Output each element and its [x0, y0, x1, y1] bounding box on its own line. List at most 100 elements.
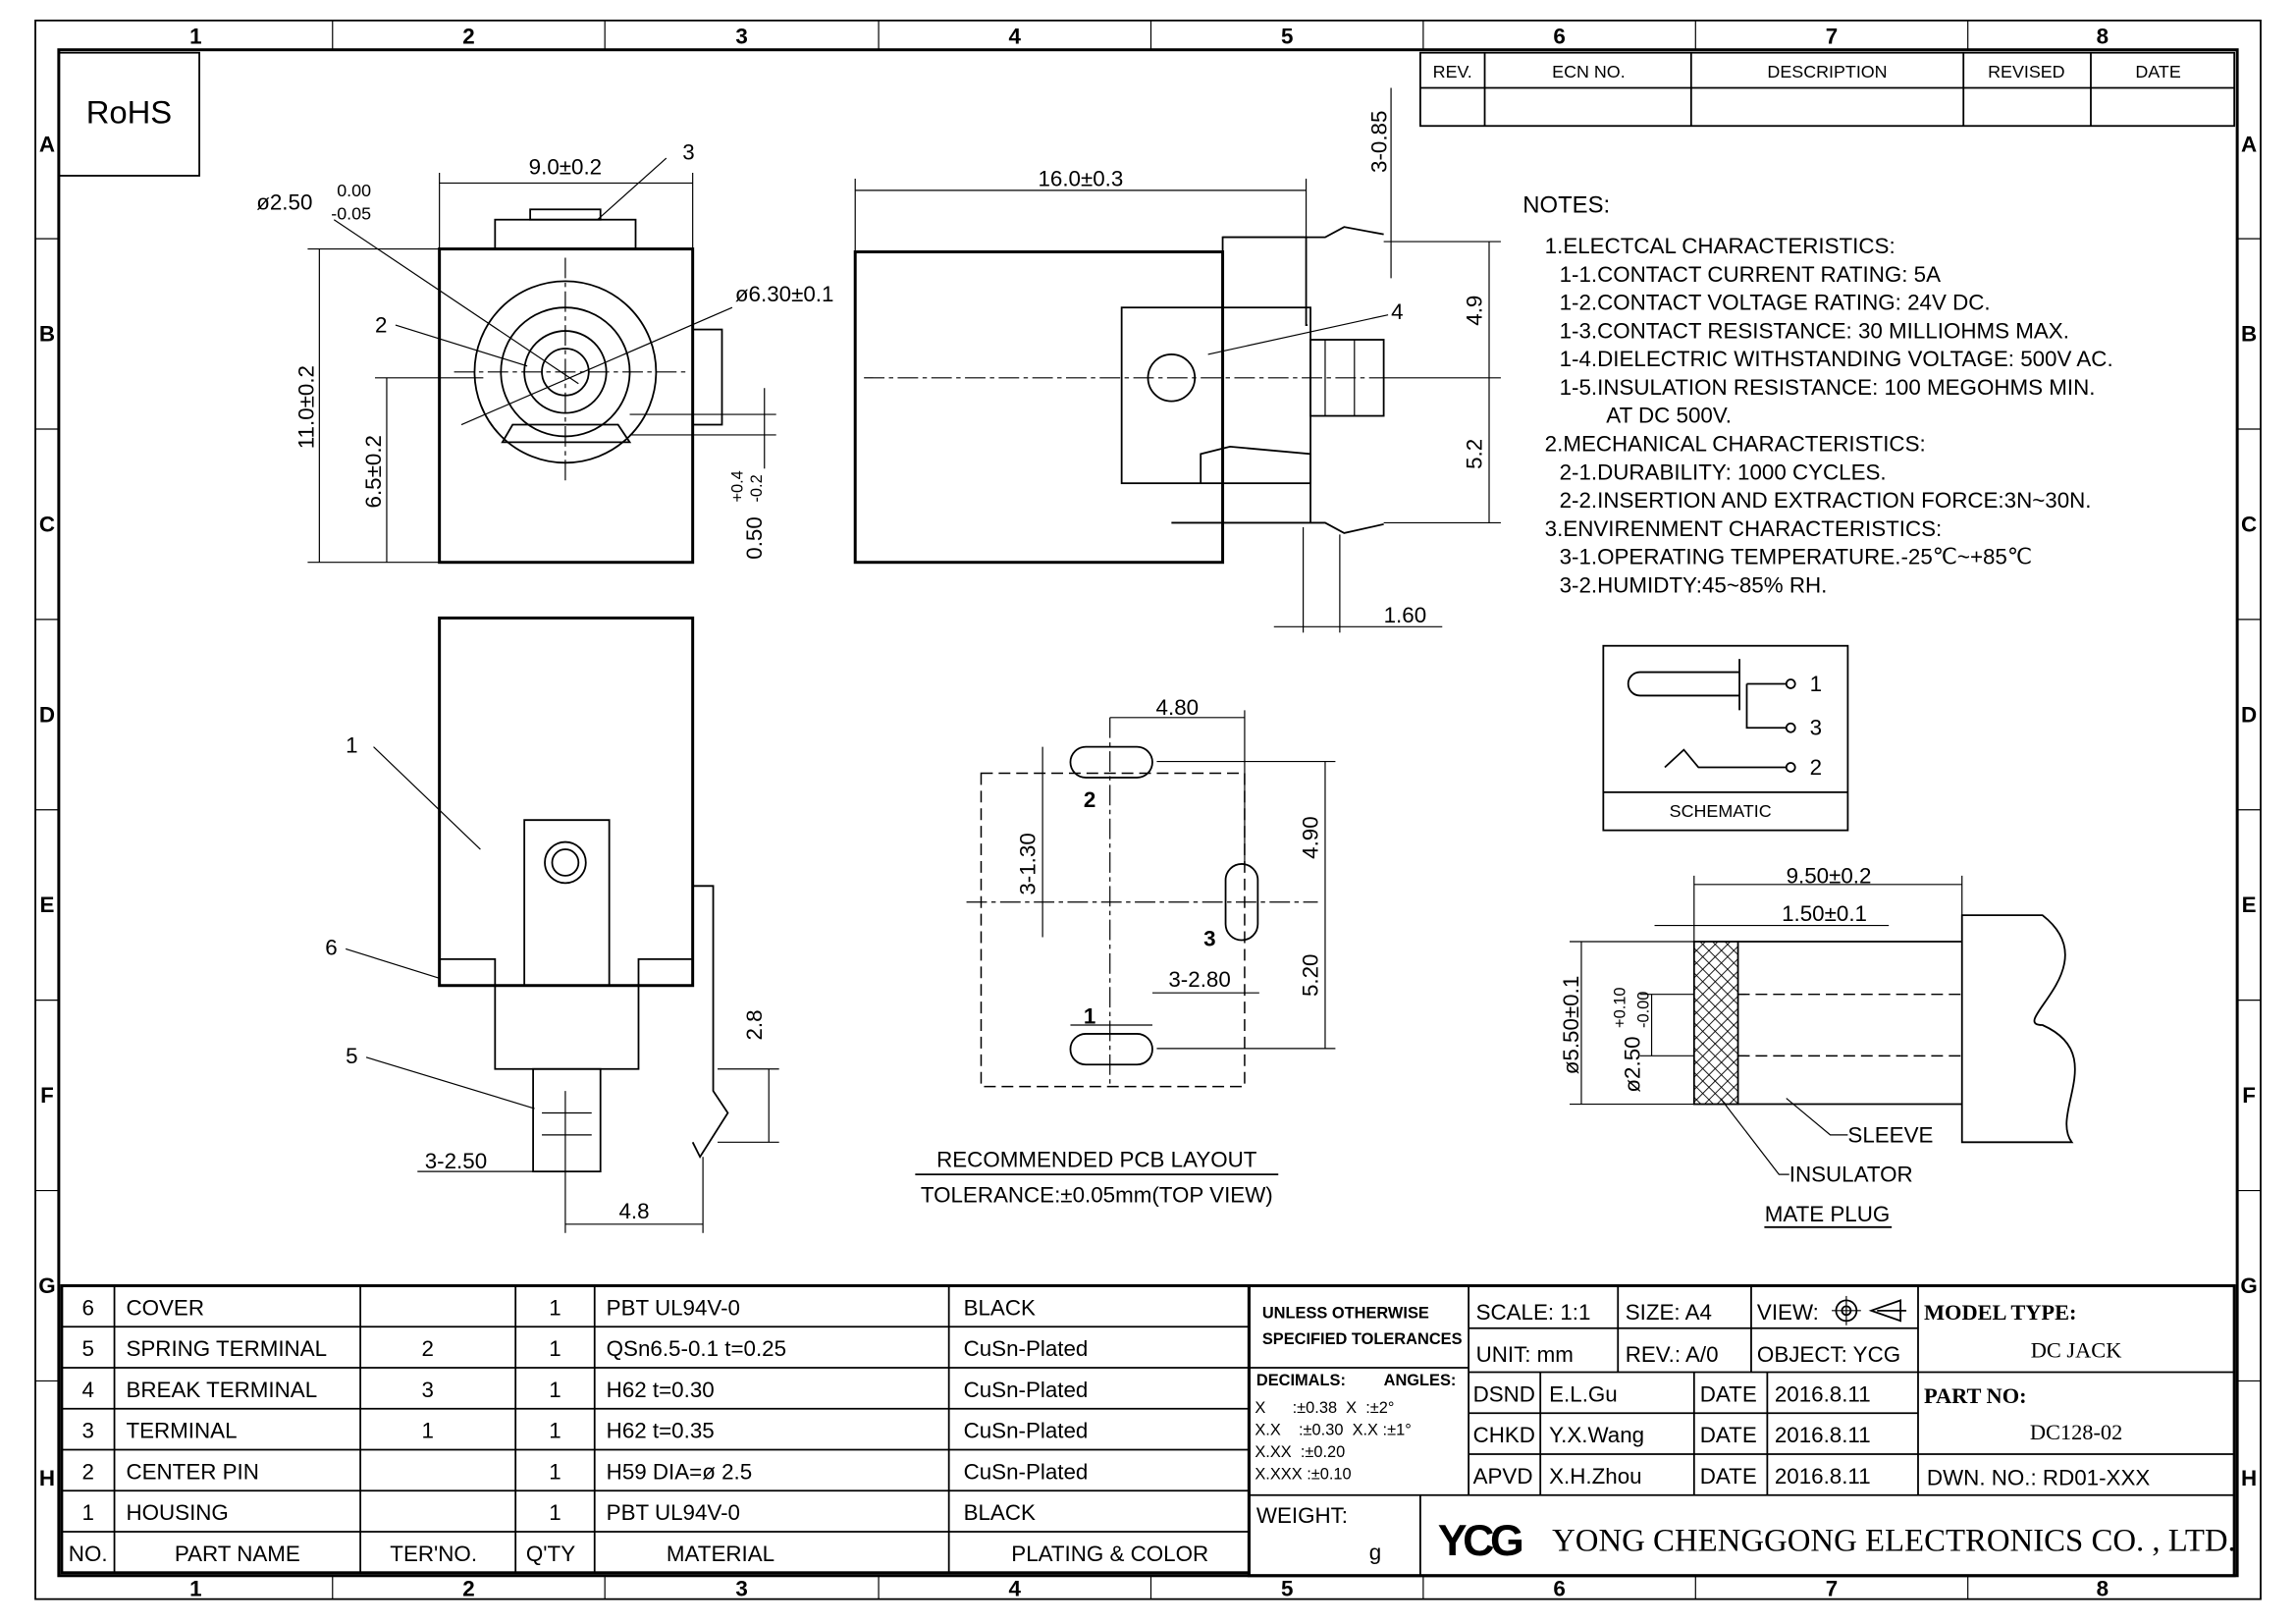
angles-label: ANGLES:	[1384, 1372, 1457, 1389]
decimals-label: DECIMALS:	[1256, 1372, 1346, 1389]
plating-color-cell: BLACK	[964, 1295, 1036, 1320]
quantity-cell: 1	[549, 1378, 561, 1402]
center-height-dim: 6.5±0.2	[361, 435, 386, 508]
part-name-cell: TERMINAL	[126, 1419, 237, 1443]
terminal-thickness-dim: 3-0.85	[1367, 111, 1392, 173]
schematic-pin-1: 1	[1810, 672, 1822, 696]
frame-row-label-right: E	[2242, 893, 2257, 917]
part-name-cell: HOUSING	[126, 1500, 228, 1525]
sleeve-label: SLEEVE	[1847, 1122, 1933, 1147]
insulator-label: INSULATOR	[1789, 1163, 1913, 1187]
note-line: 2-1.DURABILITY: 1000 CYCLES.	[1560, 460, 1887, 484]
terminal-number-cell: 3	[421, 1378, 433, 1402]
frame-column-label-bottom: 6	[1553, 1577, 1565, 1601]
material-cell: PBT UL94V-0	[607, 1500, 740, 1525]
pcb-pin-1: 1	[1084, 1004, 1095, 1029]
frame-row-label-left: G	[38, 1273, 55, 1298]
plug-inner-dia-dim: ø2.50	[1621, 1036, 1645, 1092]
pcb-layout-title: RECOMMENDED PCB LAYOUT	[936, 1148, 1257, 1172]
note-line: AT DC 500V.	[1606, 404, 1732, 428]
signoff-date-label: DATE	[1700, 1423, 1757, 1447]
frame-column-label-top: 3	[735, 25, 747, 49]
weight-unit: g	[1369, 1540, 1381, 1564]
plug-length-dim: 9.50±0.2	[1787, 863, 1872, 888]
note-line: 1-2.CONTACT VOLTAGE RATING: 24V DC.	[1560, 291, 1991, 315]
plating-color-header: PLATING & COLOR	[1011, 1542, 1208, 1566]
weight-label: WEIGHT:	[1256, 1503, 1348, 1528]
callout-5: 5	[346, 1044, 357, 1068]
part-name-header: PART NAME	[175, 1542, 300, 1566]
pin-height-dim: 2.8	[742, 1009, 767, 1040]
plating-color-cell: CuSn-Plated	[964, 1419, 1089, 1443]
quantity-cell: 1	[549, 1500, 561, 1525]
pcb-pin-2: 2	[1084, 787, 1095, 812]
sheet-frame	[34, 19, 2262, 1600]
object-value: OBJECT: YCG	[1757, 1342, 1900, 1367]
part-no-value: DC128-02	[2030, 1420, 2122, 1444]
offset-dim: 0.50	[742, 516, 767, 560]
signoff-name: E.L.Gu	[1549, 1381, 1618, 1406]
part-number-cell: 4	[81, 1378, 93, 1402]
pin-width-dim: 3-2.50	[425, 1149, 487, 1173]
frame-row-label-right: C	[2241, 512, 2257, 536]
frame-row-label-right: D	[2241, 702, 2257, 727]
front-view: 9.0±0.2 3 ø2.50 0.00 -0.05 2 ø6.30±0.1 1…	[256, 140, 833, 565]
company-logo: YCG	[1438, 1516, 1522, 1565]
part-number-cell: 6	[81, 1295, 93, 1320]
signoff-role: DSND	[1473, 1381, 1535, 1406]
frame-row-label-left: H	[39, 1466, 55, 1490]
pcb-tolerance: TOLERANCE:±0.05mm(TOP VIEW)	[921, 1182, 1273, 1207]
frame-row-label-left: F	[40, 1083, 54, 1108]
revised-header: REVISED	[1988, 62, 2065, 81]
offset-tol-upper: +0.4	[728, 470, 746, 502]
company-name: YONG CHENGGONG ELECTRONICS CO. , LTD.	[1552, 1523, 2236, 1558]
signoff-name: X.H.Zhou	[1549, 1464, 1641, 1489]
pcb-pin-3: 3	[1203, 926, 1215, 950]
frame-column-label-bottom: 3	[735, 1577, 747, 1601]
pcb-top-dim: 4.80	[1156, 695, 1200, 720]
tolerance-xxx: X.XX :±0.20	[1255, 1443, 1345, 1461]
pin-spacing-dim: 4.8	[618, 1199, 649, 1223]
plug-insulator-dim: 1.50±0.1	[1782, 901, 1867, 926]
mate-plug-title: MATE PLUG	[1765, 1202, 1891, 1226]
material-header: MATERIAL	[667, 1542, 774, 1566]
frame-column-label-bottom: 2	[462, 1577, 474, 1601]
notes: NOTES: 1.ELECTCAL CHARACTERISTICS:1-1.CO…	[1522, 191, 2112, 597]
pcb-right-upper-dim: 4.90	[1299, 816, 1323, 859]
front-width-dim: 9.0±0.2	[529, 154, 602, 179]
tolerance-xxxx: X.XXX :±0.10	[1255, 1465, 1351, 1483]
front-height-dim: 11.0±0.2	[294, 365, 318, 449]
plating-color-cell: BLACK	[964, 1500, 1036, 1525]
signoff-date: 2016.8.11	[1775, 1464, 1871, 1489]
plating-color-cell: CuSn-Plated	[964, 1378, 1089, 1402]
callout-6: 6	[325, 935, 337, 959]
unit-value: UNIT: mm	[1476, 1342, 1574, 1367]
signoff-date: 2016.8.11	[1775, 1423, 1871, 1447]
part-name-cell: SPRING TERMINAL	[126, 1336, 327, 1361]
bottom-view: 1 6 5 2.8 3-2.50 4.8	[325, 616, 779, 1233]
quantity-cell: 1	[549, 1459, 561, 1484]
frame-column-label-top: 6	[1553, 25, 1565, 49]
frame-row-label-right: B	[2241, 322, 2257, 347]
plug-outer-dia-dim: ø5.50±0.1	[1559, 976, 1583, 1075]
signoff-date-label: DATE	[1700, 1381, 1757, 1406]
frame-row-label-right: H	[2241, 1466, 2257, 1490]
plating-color-cell: CuSn-Plated	[964, 1459, 1089, 1484]
frame-row-label-left: B	[39, 322, 55, 347]
side-length-dim: 16.0±0.3	[1038, 166, 1123, 190]
frame-row-label-right: A	[2241, 132, 2257, 156]
terminal-number-cell: 2	[421, 1336, 433, 1361]
pin-tol-lower: -0.05	[331, 204, 371, 224]
note-line: 2-2.INSERTION AND EXTRACTION FORCE:3N~30…	[1560, 488, 2092, 513]
pin-dia-dim: ø2.50	[256, 189, 312, 214]
schematic-pin-2: 2	[1810, 755, 1822, 780]
note-line: 1-4.DIELECTRIC WITHSTANDING VOLTAGE: 500…	[1560, 347, 2113, 371]
